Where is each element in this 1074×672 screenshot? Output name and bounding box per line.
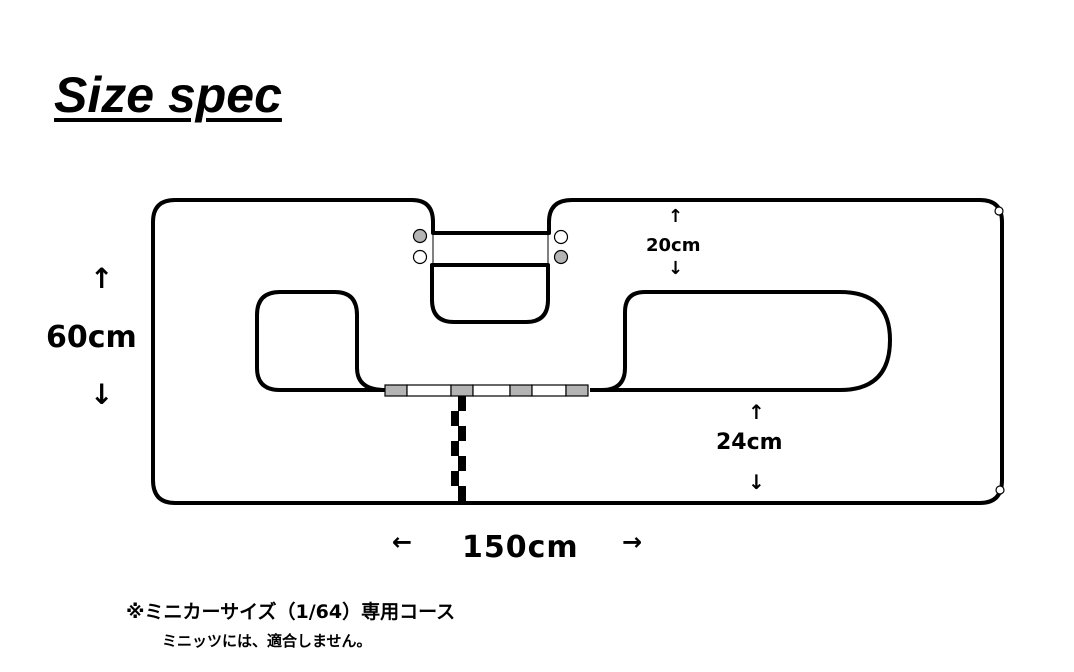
checkered-line [451,396,466,503]
page-title: Size spec [54,67,282,123]
arrow-up-icon: ↑ [748,400,765,424]
outer-mat-outline [151,198,1004,505]
marker-gray-icon [412,228,428,244]
arrow-down-icon: ↓ [90,378,114,411]
compatibility-note: ミニッツには、適合しません。 [162,632,372,650]
width-label: 150cm [462,530,579,565]
right-loop [590,290,892,392]
start-gate [384,384,589,397]
arrow-up-icon: ↑ [90,262,114,295]
arrow-down-icon: ↓ [748,470,765,494]
marker-gray-icon [553,249,569,265]
arrow-left-icon: ← [392,528,413,556]
height-label: 60cm [46,320,137,355]
scale-note: ※ミニカーサイズ（1/64）専用コース [126,601,456,623]
mat-hole-icon [994,206,1004,216]
arrow-right-icon: → [622,528,643,556]
top-gap-label: 20cm [646,235,701,256]
middle-loop [430,263,550,324]
marker-white-icon [553,229,569,245]
marker-white-icon [412,249,428,265]
mat-hole-icon [995,485,1005,495]
bottom-gap-label: 24cm [716,430,783,455]
left-loop [255,290,386,392]
arrow-down-icon: ↓ [668,258,684,279]
arrow-up-icon: ↑ [668,206,684,227]
